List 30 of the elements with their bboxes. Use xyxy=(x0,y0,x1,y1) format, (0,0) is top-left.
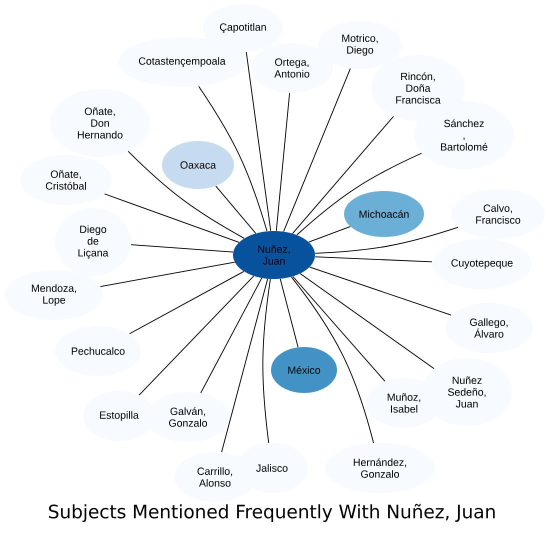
connector-line xyxy=(276,92,290,232)
connector-line xyxy=(283,68,351,232)
connector-line xyxy=(130,244,234,252)
connector-line xyxy=(280,278,298,348)
connector-line xyxy=(292,116,394,234)
connector-line xyxy=(215,186,256,234)
connector-line xyxy=(292,276,386,382)
connector-line xyxy=(128,150,245,239)
connector-line xyxy=(262,278,271,444)
connector-line xyxy=(221,278,268,453)
node-label: Nuñez Sedeño, Juan xyxy=(448,376,486,408)
connector-line xyxy=(314,256,432,262)
connector-line xyxy=(200,278,262,394)
connector-line xyxy=(246,52,272,232)
node-label: Çapotitlan xyxy=(220,23,266,33)
connector-line xyxy=(290,276,374,444)
connector-line xyxy=(300,273,434,370)
connector-line xyxy=(314,226,458,254)
connector-line xyxy=(309,266,452,316)
connector-line xyxy=(100,262,236,287)
connector-line xyxy=(308,226,351,242)
connector-line xyxy=(296,152,422,236)
connector-line xyxy=(198,86,268,232)
connector-line xyxy=(138,276,254,396)
node-label: Carrillo, Alonso xyxy=(198,467,232,487)
connector-line xyxy=(129,271,244,334)
chart-title: Subjects Mentioned Frequently With Nuñez, Juan xyxy=(49,504,495,522)
connector-line xyxy=(104,193,240,243)
node-label: Jalisco xyxy=(256,464,288,472)
node-label: Muñoz, Isabel xyxy=(388,393,420,413)
